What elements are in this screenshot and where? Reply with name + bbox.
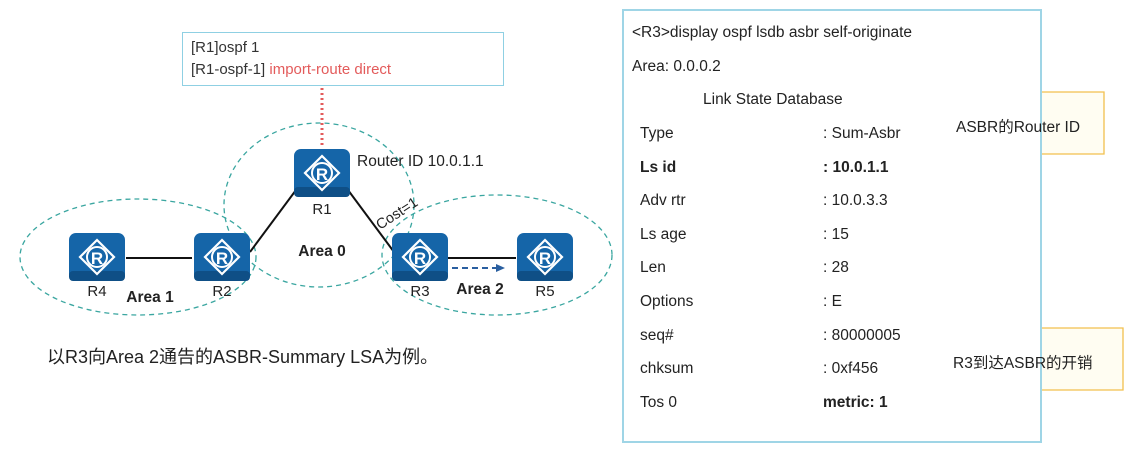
lsdb-command: <R3>display ospf lsdb asbr self-originat… [632, 24, 913, 41]
callout-r3-cost-text: R3到达ASBR的开销 [953, 355, 1093, 372]
diagram-caption: 以R3向Area 2通告的ASBR-Summary LSA为例。 [47, 347, 439, 367]
router-r1-name: R1 [312, 201, 331, 218]
lsdb-value-type: : Sum-Asbr [823, 125, 901, 142]
router-r1-id: Router ID 10.0.1.1 [357, 153, 484, 170]
lsdb-key-lsid: Ls id [640, 159, 677, 176]
config-line-1: [R1]ospf 1 [191, 39, 260, 56]
area2-boundary [381, 194, 613, 316]
lsdb-value-chksum: : 0xf456 [823, 360, 879, 377]
link-r2-r1 [249, 189, 297, 253]
config-line-2: [R1-ospf-1] import-route direct [191, 59, 495, 81]
area1-boundary [19, 198, 257, 316]
lsdb-value-options: : E [823, 293, 842, 310]
router-r5-name: R5 [535, 283, 554, 300]
router-r2-letter: R [216, 249, 228, 268]
lsdb-key-chksum: chksum [640, 360, 694, 377]
router-r5-letter: R [539, 249, 551, 268]
lsdb-area: Area: 0.0.0.2 [632, 58, 721, 75]
router-r2-name: R2 [212, 283, 231, 300]
area2-label: Area 2 [456, 281, 503, 298]
router-r4-letter: R [91, 249, 103, 268]
lsdb-value-len: : 28 [823, 259, 849, 276]
config-line-2-prefix: [R1-ospf-1] [191, 61, 270, 78]
config-box: [R1]ospf 1 [R1-ospf-1] import-route dire… [182, 32, 504, 86]
lsa-flood-arrowhead [496, 264, 505, 272]
router-r3-name: R3 [410, 283, 429, 300]
router-r4-name: R4 [87, 283, 106, 300]
lsdb-value-metric: metric: 1 [823, 394, 888, 411]
lsdb-key-options: Options [640, 293, 694, 310]
lsdb-value-seq: : 80000005 [823, 327, 901, 344]
lsdb-value-lsage: : 15 [823, 226, 849, 243]
lsdb-header: Link State Database [703, 91, 843, 108]
router-r1-letter: R [316, 165, 328, 184]
area0-boundary [223, 122, 415, 288]
import-route-command: import-route direct [269, 61, 392, 78]
lsdb-value-advrtr: : 10.0.3.3 [823, 192, 888, 209]
lsdb-key-seq: seq# [640, 327, 674, 344]
lsdb-key-len: Len [640, 259, 666, 276]
lsdb-key-tos: Tos 0 [640, 394, 678, 411]
router-r3-letter: R [414, 249, 426, 268]
lsdb-value-lsid: : 10.0.1.1 [823, 159, 889, 176]
area1-label: Area 1 [126, 289, 174, 306]
lsdb-output-panel [622, 9, 1042, 443]
area0-label: Area 0 [298, 243, 345, 260]
lsdb-key-lsage: Ls age [640, 226, 687, 243]
lsdb-key-advrtr: Adv rtr [640, 192, 686, 209]
lsdb-key-type: Type [640, 125, 674, 142]
callout-asbr-id-text: ASBR的Router ID [956, 119, 1081, 136]
link-r1-r3 [347, 189, 395, 253]
